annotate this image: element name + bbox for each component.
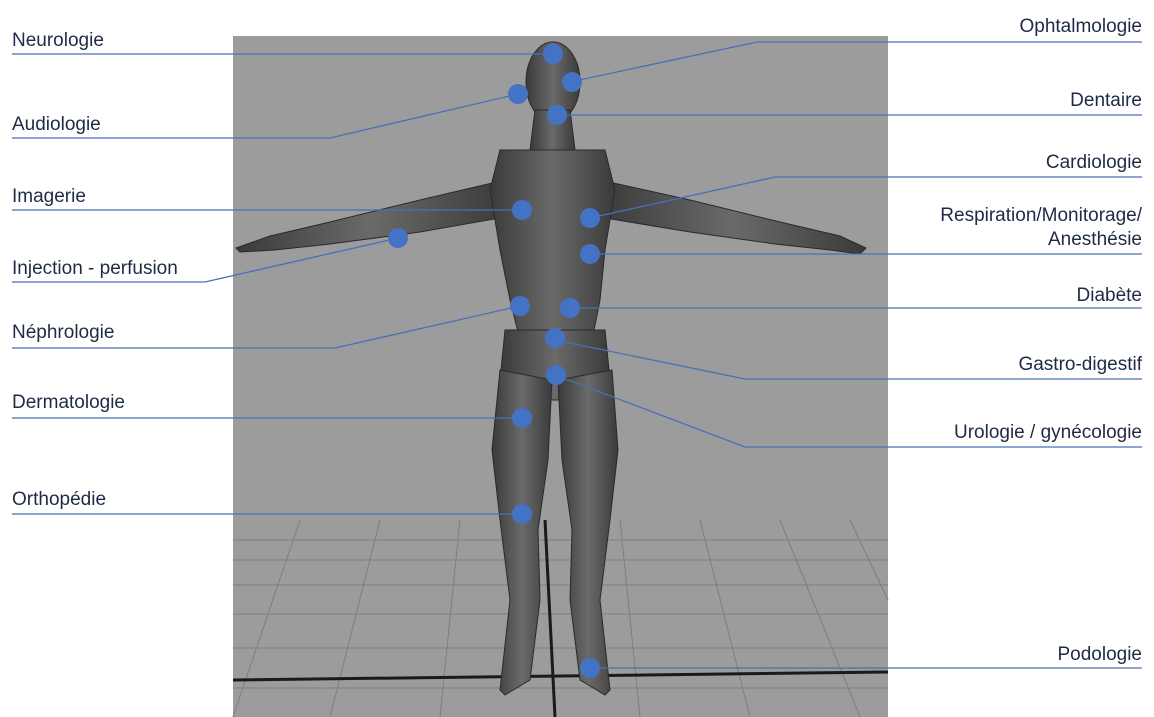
marker-podologie[interactable] bbox=[580, 658, 600, 678]
label-orthopedie: Orthopédie bbox=[12, 489, 106, 511]
label-podologie: Podologie bbox=[1057, 644, 1142, 666]
floor-axes bbox=[233, 520, 888, 717]
marker-nephrologie[interactable] bbox=[510, 296, 530, 316]
marker-imagerie[interactable] bbox=[512, 200, 532, 220]
label-cardiologie: Cardiologie bbox=[1046, 152, 1142, 174]
label-dentaire: Dentaire bbox=[1070, 90, 1142, 112]
marker-neurologie[interactable] bbox=[543, 44, 563, 64]
marker-diabete[interactable] bbox=[560, 298, 580, 318]
marker-audiologie[interactable] bbox=[508, 84, 528, 104]
label-dermatologie: Dermatologie bbox=[12, 392, 125, 414]
marker-dermatologie[interactable] bbox=[512, 408, 532, 428]
marker-injection[interactable] bbox=[388, 228, 408, 248]
label-nephrologie: Néphrologie bbox=[12, 322, 114, 344]
label-respiration-line2: Anesthésie bbox=[1048, 229, 1142, 251]
label-respiration-line1: Respiration/Monitorage/ bbox=[940, 205, 1142, 227]
label-diabete: Diabète bbox=[1077, 285, 1143, 307]
label-ophtalmologie: Ophtalmologie bbox=[1019, 16, 1142, 38]
label-urologie: Urologie / gynécologie bbox=[954, 422, 1142, 444]
label-imagerie: Imagerie bbox=[12, 186, 86, 208]
floor-grid bbox=[233, 520, 888, 717]
marker-orthopedie[interactable] bbox=[512, 504, 532, 524]
marker-respiration[interactable] bbox=[580, 244, 600, 264]
marker-urologie[interactable] bbox=[546, 365, 566, 385]
marker-dentaire[interactable] bbox=[547, 105, 567, 125]
label-gastro: Gastro-digestif bbox=[1018, 354, 1142, 376]
marker-cardiologie[interactable] bbox=[580, 208, 600, 228]
marker-ophtalmologie[interactable] bbox=[562, 72, 582, 92]
label-neurologie: Neurologie bbox=[12, 30, 104, 52]
label-audiologie: Audiologie bbox=[12, 114, 101, 136]
label-injection: Injection - perfusion bbox=[12, 258, 178, 280]
marker-gastro[interactable] bbox=[545, 328, 565, 348]
